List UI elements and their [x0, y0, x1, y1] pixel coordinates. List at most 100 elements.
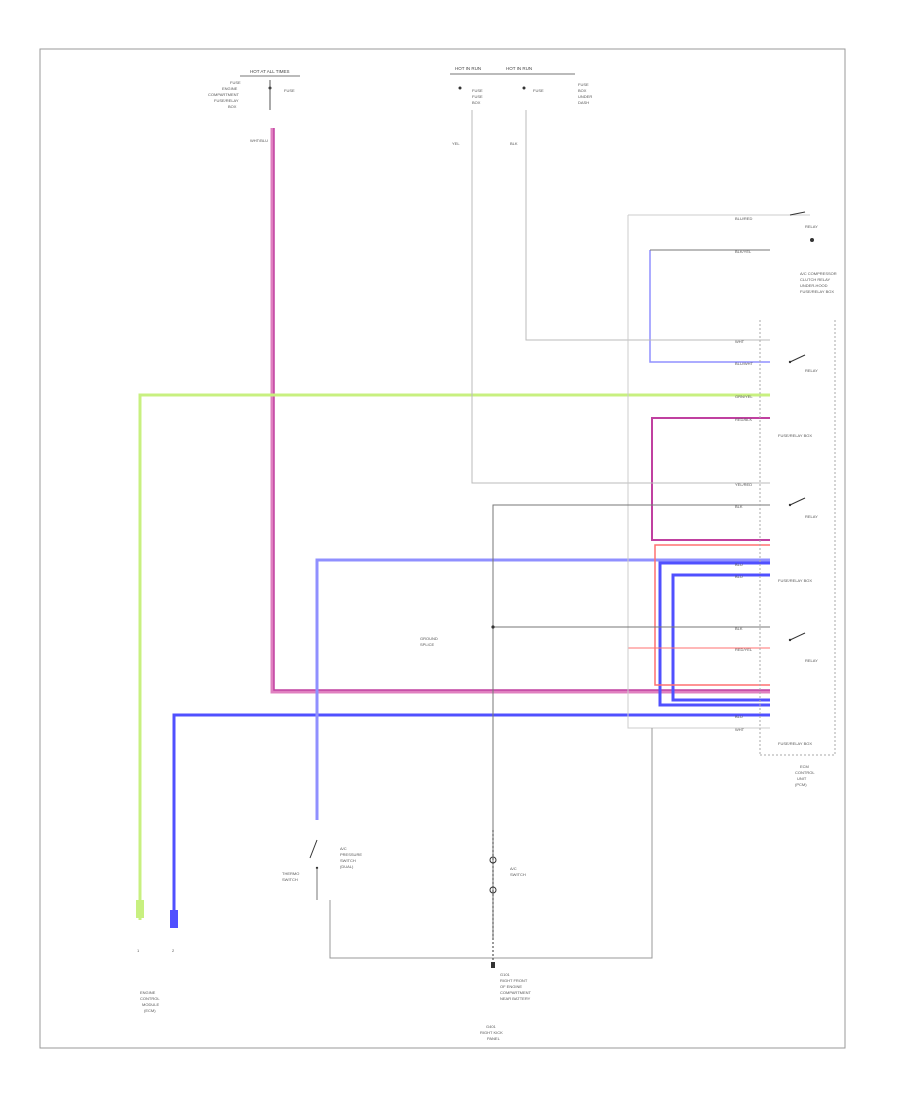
ecm-label-1: ECM: [800, 764, 809, 769]
top-mid-header: HOT IN RUN: [455, 66, 481, 71]
top-mid-wire-label-2: BLK: [510, 141, 518, 146]
connector-label-8: BLU: [735, 562, 743, 567]
relay-block-label-3: UNDER-HOOD: [800, 283, 828, 288]
relay-block-label-2: CLUTCH RELAY: [800, 277, 830, 282]
ecm-pins: 1 2 ENGINE CONTROL MODULE (ECM): [136, 900, 178, 1013]
wire-blue-right-loop-1: [658, 561, 770, 707]
ground-label-3: OF ENGINE: [500, 984, 522, 989]
connector-label-12: BLU: [735, 714, 743, 719]
pressure-switch-label-4: (DUAL): [340, 864, 354, 869]
wire-red-right: [654, 544, 770, 686]
wire-magenta-main: [273, 128, 770, 691]
connector-label-2: BLK/YEL: [735, 249, 752, 254]
wire-magenta-right: [651, 417, 770, 541]
top-left-label-5: BOX: [228, 104, 237, 109]
ground-label-5: NEAR BATTERY: [500, 996, 531, 1001]
compressor-clutch: A/C SWITCH: [489, 830, 526, 968]
ground-label-2: RIGHT FRONT: [500, 978, 528, 983]
thermo-switch: THERMO SWITCH A/C PRESSURE SWITCH (DUAL): [282, 839, 362, 900]
top-right-label-2: BOX: [578, 88, 587, 93]
pressure-switch-label-2: PRESSURE: [340, 852, 362, 857]
wire-gray-top-1: [471, 110, 770, 484]
wire-gray-ground: [329, 728, 653, 959]
splice-label-2: SPLICE: [420, 642, 435, 647]
ground-labels: G101 RIGHT FRONT OF ENGINE COMPARTMENT N…: [480, 972, 532, 1041]
svg-text:RELAY: RELAY: [805, 514, 818, 519]
wire-blue-thermo: [315, 558, 770, 820]
pressure-switch-label-1: A/C: [340, 846, 347, 851]
lower-left-label-2: CONTROL: [140, 996, 160, 1001]
clutch-label-1: A/C: [510, 866, 517, 871]
ecm-label-4: (PCM): [795, 782, 807, 787]
top-right-label-1: FUSE: [578, 82, 589, 87]
ecm-pin-blue: [170, 910, 178, 928]
top-mid-sub-2: FUSE: [533, 88, 544, 93]
wire-blue-right-loop-2: [671, 573, 770, 702]
connector-label-1: BLU/RED: [735, 216, 752, 221]
wire-blue-left: [172, 713, 770, 920]
svg-text:RELAY: RELAY: [805, 368, 818, 373]
wire-dark-gray-1: [492, 504, 770, 940]
connector-label-6: RED/BLK: [735, 417, 752, 422]
top-mid-header-2: HOT IN RUN: [506, 66, 532, 71]
top-mid-fuse-dot-1: [458, 86, 462, 90]
lower-left-label-1: ENGINE: [140, 990, 156, 995]
ecm-pin-1: 1: [137, 948, 140, 953]
fuse-relay-box-label-2: FUSE/RELAY BOX: [778, 578, 812, 583]
lower-left-label-4: (ECM): [144, 1008, 156, 1013]
wire-green: [138, 393, 770, 920]
connector-label-11: BLK: [735, 504, 743, 509]
ecm-pin-2: 2: [172, 948, 175, 953]
ecm-label-3: UNIT: [797, 776, 807, 781]
top-left-label-4: FUSE/RELAY: [214, 98, 239, 103]
top-left-header: HOT AT ALL TIMES: [250, 69, 290, 74]
top-right-label-4: DASH: [578, 100, 589, 105]
ground-label-1: G101: [500, 972, 511, 977]
top-mid-label-2: BOX: [472, 100, 481, 105]
wire-blue-top-right: [649, 250, 770, 363]
connector-label-9: BLU: [735, 574, 743, 579]
top-mid-sub: FUSE: [472, 88, 483, 93]
top-left-label-2: ENGINE: [222, 86, 238, 91]
wire-pink-main: [270, 128, 770, 694]
thermo-switch-label-2: SWITCH: [282, 877, 298, 882]
bottom-ground-sub: RIGHT KICK: [480, 1030, 503, 1035]
top-mid-label-1: FUSE: [472, 94, 483, 99]
fuse-relay-box: A/C COMPRESSOR CLUTCH RELAY UNDER-HOOD F…: [735, 211, 837, 787]
relay-block-label-1: A/C COMPRESSOR: [800, 271, 837, 276]
diagram-frame: [39, 48, 846, 1049]
top-mid-fuse-dot-2: [522, 86, 526, 90]
relay-d: RELAY: [789, 211, 818, 242]
bottom-ground-label: G401: [486, 1024, 497, 1029]
top-right-label-3: UNDER: [578, 94, 592, 99]
top-left-sub: FUSE: [284, 88, 295, 93]
top-mid-fuse-block: HOT IN RUN HOT IN RUN FUSE FUSE BOX FUSE…: [450, 66, 592, 146]
svg-text:RELAY: RELAY: [805, 658, 818, 663]
thermo-switch-label-1: THERMO: [282, 871, 299, 876]
connector-label-10: RED/YEL: [735, 647, 753, 652]
connector-label-7b: WHT: [735, 727, 745, 732]
ground-symbol: [491, 962, 495, 968]
relay-c: RELAY: [788, 632, 818, 663]
pressure-switch-label-3: SWITCH: [340, 858, 356, 863]
top-left-fuse-block: HOT AT ALL TIMES FUSE ENGINE COMPARTMENT…: [208, 69, 300, 143]
lower-left-label-3: MODULE: [142, 1002, 159, 1007]
connector-label-4: BLU/WHT: [735, 361, 754, 366]
ground-label-4: COMPARTMENT: [500, 990, 532, 995]
top-left-label-3: COMPARTMENT: [208, 92, 240, 97]
ecm-label-2: CONTROL: [795, 770, 815, 775]
wire-gray-top-2: [525, 110, 770, 341]
splice-label-1: GROUND: [420, 636, 438, 641]
connector-label-11b: BLK: [735, 626, 743, 631]
connector-label-3: YEL/RED: [735, 482, 752, 487]
ecm-pin-green: [136, 900, 144, 918]
clutch-label-2: SWITCH: [510, 872, 526, 877]
fuse-relay-box-label-3: FUSE/RELAY BOX: [778, 741, 812, 746]
splice-dot: [491, 625, 495, 629]
svg-text:RELAY: RELAY: [805, 224, 818, 229]
relay-b: RELAY: [788, 497, 818, 519]
bottom-ground-sub-2: PANEL: [487, 1036, 501, 1041]
wire-gray-right-outer: [627, 214, 810, 729]
connector-label-7: WHT: [735, 339, 745, 344]
